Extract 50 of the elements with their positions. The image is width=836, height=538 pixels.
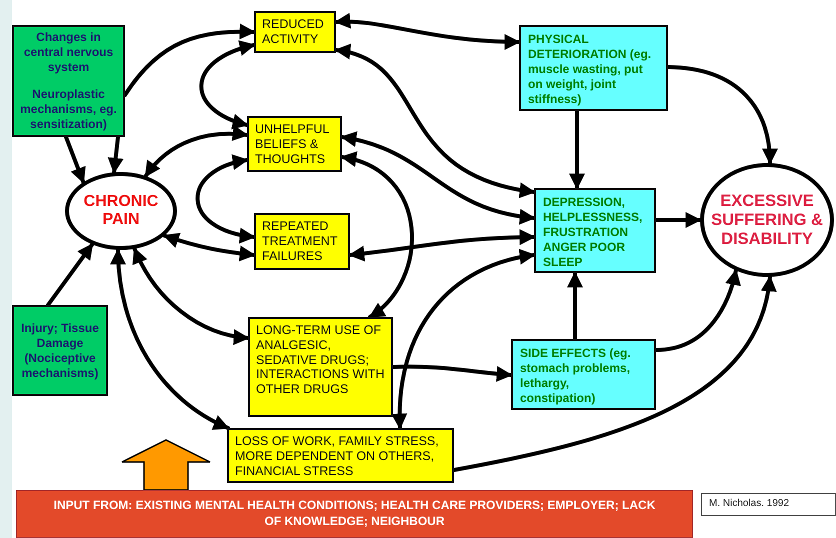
node-text: REDUCED ACTIVITY bbox=[262, 17, 325, 46]
credit-note: M. Nicholas. 1992 bbox=[701, 493, 836, 516]
node-text: INPUT FROM: EXISTING MENTAL HEALTH CONDITIONS; HEALTH CARE PROVIDERS; EMPLOYER; LACK OF KNOWLEDGE; NEIGHBOUR bbox=[52, 498, 656, 530]
node-text: LONG-TERM USE OF ANALGESIC, SEDATIVE DRUGS; INTERACTIONS WITH OTHER DRUGS bbox=[256, 323, 385, 397]
node-text: UNHELPFUL BELIEFS & THOUGHTS bbox=[255, 122, 330, 166]
arrow bbox=[123, 24, 256, 97]
arrow bbox=[108, 135, 124, 174]
node-text: Injury; Tissue Damage (Nociceptive mechanisms) bbox=[20, 320, 100, 380]
double-arrow bbox=[334, 45, 536, 198]
double-arrow bbox=[199, 41, 256, 128]
factor-box bbox=[248, 317, 393, 417]
double-arrow bbox=[340, 132, 536, 224]
double-arrow bbox=[196, 155, 256, 243]
arrow bbox=[567, 271, 583, 341]
input-banner bbox=[16, 490, 693, 538]
arrow bbox=[452, 274, 776, 472]
node-text: LOSS OF WORK, FAMILY STRESS, MORE DEPENDENT ON OTHERS, FINANCIAL STRESS bbox=[235, 434, 440, 478]
factor-box bbox=[254, 11, 336, 53]
double-arrow bbox=[340, 152, 414, 319]
node-text: EXCESSIVE SUFFERING & DISABILITY bbox=[710, 192, 824, 248]
double-arrow bbox=[110, 248, 230, 430]
arrow bbox=[654, 268, 740, 352]
factor-box bbox=[254, 213, 350, 270]
double-arrow bbox=[334, 13, 521, 50]
arrow bbox=[666, 65, 778, 166]
node-text: CHRONIC PAIN bbox=[82, 193, 160, 229]
outcome-box bbox=[519, 25, 668, 111]
node-text: DEPRESSION, HELPLESSNESS, FRUSTRATION ANGER POOR SLEEP bbox=[543, 195, 644, 270]
double-arrow bbox=[348, 229, 536, 262]
double-arrow bbox=[162, 232, 256, 262]
outcome-box bbox=[511, 339, 656, 410]
node-text: PHYSICAL DETERIORATION (eg. muscle wasting, put on weight, joint stiffness) bbox=[528, 32, 652, 107]
factor-box bbox=[227, 428, 454, 483]
arrow bbox=[64, 135, 86, 184]
node-text: SIDE EFFECTS (eg. stomach problems, lethargy, constipation) bbox=[520, 346, 632, 406]
arrow bbox=[46, 242, 94, 307]
mechanism-box bbox=[12, 305, 108, 396]
double-arrow bbox=[132, 246, 250, 344]
factor-box bbox=[247, 116, 342, 172]
node-text: Neuroplastic mechanisms, eg. sensitization) bbox=[19, 87, 118, 132]
double-arrow bbox=[144, 126, 249, 178]
outcome-box bbox=[534, 188, 656, 273]
block-arrow bbox=[121, 439, 211, 491]
double-arrow bbox=[392, 250, 536, 430]
arrow bbox=[654, 212, 702, 228]
mechanism-box bbox=[12, 25, 125, 137]
node-text: Changes in central nervous system bbox=[22, 30, 114, 75]
arrow bbox=[391, 364, 513, 382]
node-text: REPEATED TREATMENT FAILURES bbox=[262, 219, 338, 264]
arrow bbox=[569, 109, 585, 190]
